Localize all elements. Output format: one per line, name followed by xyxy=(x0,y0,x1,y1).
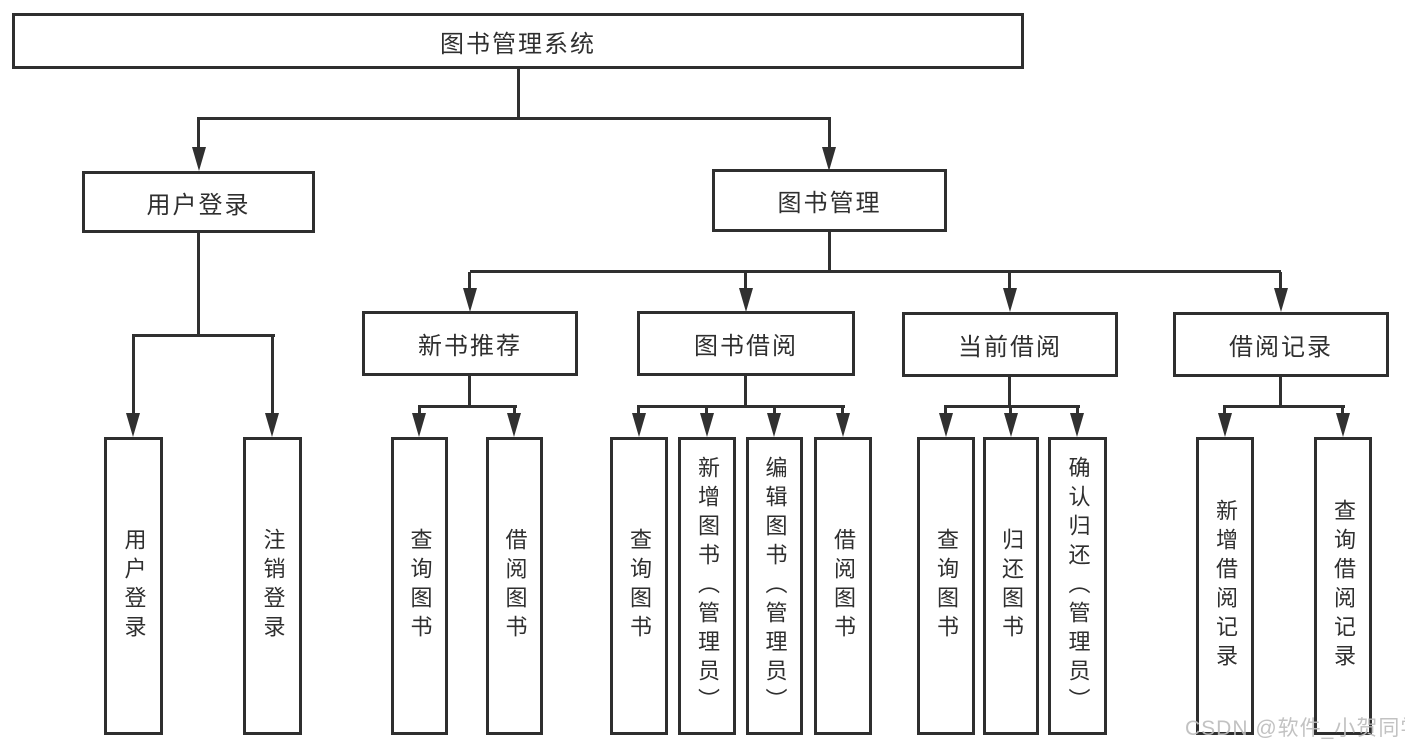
node-label: 编辑图书（管理员） xyxy=(762,455,788,717)
node-label: 查询借阅记录 xyxy=(1331,499,1356,673)
connector-line xyxy=(944,405,1080,408)
connector-line xyxy=(744,272,747,290)
node-label: 查询图书 xyxy=(934,528,959,644)
arrow-down-icon xyxy=(836,413,850,437)
arrow-down-icon xyxy=(265,413,279,437)
leaf-query-books-recommend: 查询图书 xyxy=(391,437,448,735)
connector-line xyxy=(744,376,747,407)
leaf-borrow-books: 借阅图书 xyxy=(814,437,872,735)
node-current-borrow: 当前借阅 xyxy=(902,312,1118,377)
leaf-query-books-current: 查询图书 xyxy=(917,437,975,735)
leaf-borrow-books-recommend: 借阅图书 xyxy=(486,437,543,735)
connector-line xyxy=(1009,407,1012,415)
arrow-down-icon xyxy=(767,413,781,437)
node-label: 图书借阅 xyxy=(694,333,798,360)
connector-line xyxy=(470,270,1281,273)
leaf-query-books-borrow: 查询图书 xyxy=(610,437,668,735)
connector-line xyxy=(271,336,274,415)
arrow-down-icon xyxy=(1070,413,1084,437)
node-user-login: 用户登录 xyxy=(82,171,315,233)
node-book-borrow: 图书借阅 xyxy=(637,311,855,376)
connector-line xyxy=(1341,407,1344,415)
arrow-down-icon xyxy=(1004,413,1018,437)
connector-line xyxy=(1279,272,1282,290)
connector-line xyxy=(132,334,275,337)
connector-line xyxy=(1008,377,1011,407)
leaf-query-borrow-record: 查询借阅记录 xyxy=(1314,437,1372,735)
connector-line xyxy=(828,119,831,149)
node-label: 归还图书 xyxy=(999,528,1024,644)
node-label: 新增借阅记录 xyxy=(1213,499,1238,673)
connector-line xyxy=(828,232,831,272)
arrow-down-icon xyxy=(192,147,206,171)
watermark: CSDN @软件_小贺同学 xyxy=(1185,717,1405,740)
connector-line xyxy=(468,272,471,290)
node-label: 查询图书 xyxy=(407,528,433,644)
arrow-down-icon xyxy=(939,413,953,437)
node-label: 用户登录 xyxy=(121,528,147,644)
leaf-add-borrow-record: 新增借阅记录 xyxy=(1196,437,1254,735)
node-label: 用户登录 xyxy=(146,191,251,219)
leaf-return-book: 归还图书 xyxy=(983,437,1039,735)
node-label: 注销登录 xyxy=(260,528,286,644)
node-library-system: 图书管理系统 xyxy=(12,13,1024,69)
connector-line xyxy=(468,376,471,407)
leaf-edit-book-admin: 编辑图书（管理员） xyxy=(746,437,803,735)
arrow-down-icon xyxy=(412,413,426,437)
arrow-down-icon xyxy=(1218,413,1232,437)
connector-line xyxy=(418,407,421,415)
connector-line xyxy=(841,407,844,415)
connector-line xyxy=(637,407,640,415)
connector-line xyxy=(197,117,831,120)
node-label: 借阅记录 xyxy=(1229,334,1333,361)
node-label: 借阅图书 xyxy=(831,528,856,644)
node-label: 新书推荐 xyxy=(418,333,522,360)
node-label: 借阅图书 xyxy=(502,528,528,644)
node-new-book-recommend: 新书推荐 xyxy=(362,311,578,376)
leaf-logout: 注销登录 xyxy=(243,437,302,735)
connector-line xyxy=(1279,377,1282,407)
connector-line xyxy=(132,336,135,415)
connector-line xyxy=(705,407,708,415)
arrow-down-icon xyxy=(507,413,521,437)
node-label: 新增图书（管理员） xyxy=(695,455,720,717)
arrow-down-icon xyxy=(739,288,753,312)
connector-line xyxy=(637,405,845,408)
arrow-down-icon xyxy=(1274,288,1288,312)
connector-line xyxy=(197,119,200,149)
arrow-down-icon xyxy=(700,413,714,437)
connector-line xyxy=(1008,272,1011,290)
connector-line xyxy=(1223,405,1345,408)
connector-line xyxy=(517,68,520,120)
connector-line xyxy=(1076,407,1079,415)
node-label: 图书管理 xyxy=(777,190,882,217)
node-label: 当前借阅 xyxy=(958,334,1062,361)
connector-line xyxy=(513,407,516,415)
node-borrow-records: 借阅记录 xyxy=(1173,312,1389,377)
node-book-management: 图书管理 xyxy=(712,169,947,232)
node-label: 查询图书 xyxy=(627,528,652,644)
arrow-down-icon xyxy=(632,413,646,437)
leaf-confirm-return-admin: 确认归还（管理员） xyxy=(1048,437,1107,735)
node-label: 图书管理系统 xyxy=(440,30,596,58)
arrow-down-icon xyxy=(1336,413,1350,437)
connector-line xyxy=(773,407,776,415)
arrow-down-icon xyxy=(822,147,836,171)
leaf-add-book-admin: 新增图书（管理员） xyxy=(678,437,736,735)
connector-line xyxy=(944,407,947,415)
node-label: 确认归还（管理员） xyxy=(1065,455,1091,717)
connector-line xyxy=(418,405,517,408)
connector-line xyxy=(197,233,200,336)
arrow-down-icon xyxy=(1003,288,1017,312)
arrow-down-icon xyxy=(126,413,140,437)
leaf-user-login: 用户登录 xyxy=(104,437,163,735)
connector-line xyxy=(1223,407,1226,415)
arrow-down-icon xyxy=(463,288,477,312)
